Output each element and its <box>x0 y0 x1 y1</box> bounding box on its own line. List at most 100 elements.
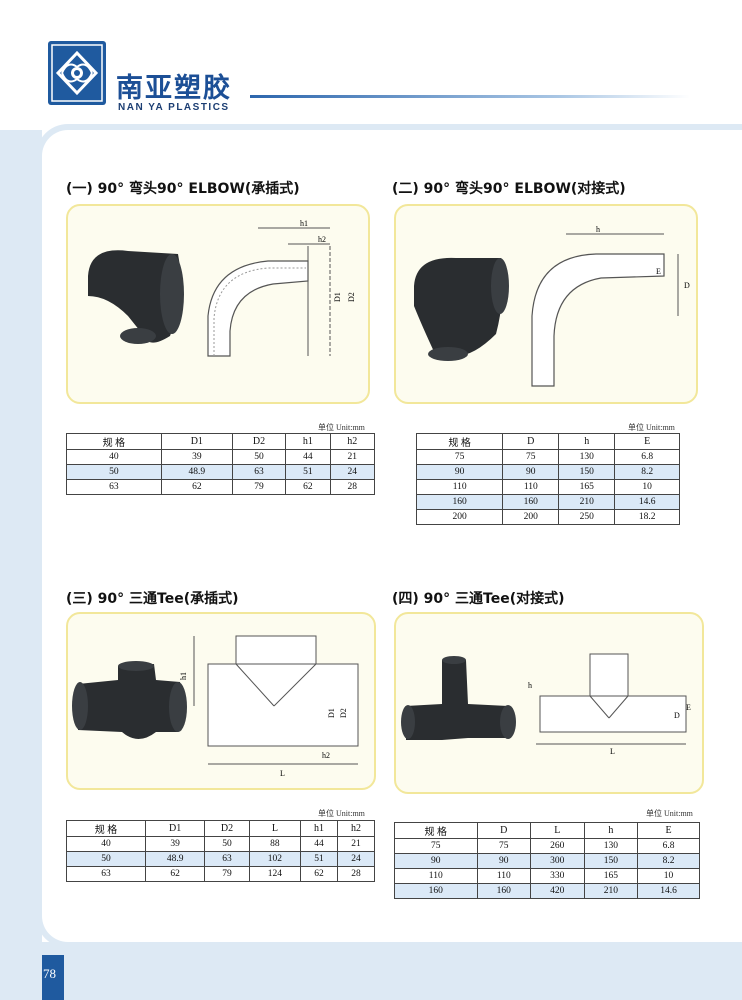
table-cell: 63 <box>66 479 162 495</box>
label-h: h <box>528 681 532 690</box>
table-cell: 330 <box>530 868 585 884</box>
table-cell: 18.2 <box>614 509 680 525</box>
table-cell: 160 <box>476 883 532 899</box>
section-title-tee-socket: (三) 90° 三通Tee(承插式) <box>66 591 239 607</box>
label-d2: D2 <box>339 708 348 718</box>
table-cell: 48.9 <box>144 851 206 867</box>
table-cell: 90 <box>502 464 560 480</box>
table-cell: 102 <box>248 851 302 867</box>
label-e: E <box>686 703 691 712</box>
table-cell: 28 <box>336 866 376 882</box>
table-cell: 24 <box>329 464 376 480</box>
table-cell: 44 <box>300 836 338 852</box>
table-header-row: 规 格 D1 D2 h1 h2 <box>66 433 376 450</box>
col-header: h <box>558 433 616 450</box>
table-cell: 210 <box>583 883 639 899</box>
table-cell: 39 <box>144 836 206 852</box>
col-header: h2 <box>336 820 376 837</box>
table-cell: 130 <box>558 449 616 465</box>
figure-tee-butt: h D E L <box>394 612 704 794</box>
unit-label: 单位 Unit:mm <box>318 423 365 432</box>
table-cell: 6.8 <box>614 449 680 465</box>
table-header-row: 规 格 D1 D2 L h1 h2 <box>66 820 376 837</box>
table-cell: 75 <box>502 449 560 465</box>
col-header: h1 <box>285 433 331 450</box>
table-cell: 79 <box>231 479 287 495</box>
label-h1: h1 <box>179 672 188 680</box>
table-cell: 124 <box>248 866 302 882</box>
table-cell: 90 <box>415 464 504 480</box>
col-header: h1 <box>300 820 338 837</box>
table-cell: 21 <box>329 449 376 465</box>
brand-name-en: NAN YA PLASTICS <box>118 102 230 113</box>
table-cell: 6.8 <box>637 838 700 854</box>
elbow-socket-drawing: h1 h2 D1 D2 <box>88 219 356 357</box>
page-header: 南亚塑胶 NAN YA PLASTICS <box>0 0 742 130</box>
col-header: L <box>530 822 585 839</box>
header-rule <box>250 95 690 98</box>
table-cell: 130 <box>583 838 639 854</box>
table-cell: 50 <box>231 449 287 465</box>
bottom-band <box>0 942 742 1000</box>
table-cell: 44 <box>285 449 331 465</box>
table-cell: 150 <box>583 853 639 869</box>
table-cell: 8.2 <box>614 464 680 480</box>
table-cell: 14.6 <box>614 494 680 510</box>
col-header: 规 格 <box>66 433 162 450</box>
table-cell: 50 <box>66 851 146 867</box>
table-cell: 210 <box>558 494 616 510</box>
table-cell: 160 <box>415 494 504 510</box>
left-margin-band <box>0 130 42 942</box>
label-d1: D1 <box>333 292 342 302</box>
label-d: D <box>674 711 680 720</box>
table-header-row: 规 格 D L h E <box>394 822 700 839</box>
table-cell: 51 <box>300 851 338 867</box>
table-cell: 300 <box>530 853 585 869</box>
table-cell: 110 <box>502 479 560 495</box>
table-cell: 75 <box>394 838 478 854</box>
col-header: D1 <box>160 433 233 450</box>
table-cell: 165 <box>583 868 639 884</box>
label-d2: D2 <box>347 292 356 302</box>
table-cell: 50 <box>204 836 250 852</box>
table-cell: 21 <box>336 836 376 852</box>
table-cell: 40 <box>66 449 162 465</box>
col-header: D2 <box>231 433 287 450</box>
label-h2: h2 <box>318 235 326 244</box>
elbow-butt-drawing: h E D <box>414 225 690 387</box>
label-l: L <box>280 769 285 778</box>
table-cell: 200 <box>415 509 504 525</box>
section-title-elbow-butt: (二) 90° 弯头90° ELBOW(对接式) <box>392 181 626 197</box>
figure-tee-socket: h1 D1 D2 h2 L <box>66 612 376 790</box>
tee-butt-drawing: h D E L <box>401 653 691 756</box>
brand-name-cn: 南亚塑胶 <box>116 73 232 104</box>
table-cell: 75 <box>415 449 504 465</box>
page-number: 78 <box>43 966 56 981</box>
label-h1: h1 <box>300 219 308 228</box>
col-header: D1 <box>144 820 206 837</box>
table-cell: 39 <box>160 449 233 465</box>
table-header-row: 规 格 D h E <box>415 433 680 450</box>
col-header: 规 格 <box>394 822 478 839</box>
nanya-logo <box>48 41 106 105</box>
label-e: E <box>656 267 661 276</box>
col-header: D <box>476 822 532 839</box>
table-cell: 51 <box>285 464 331 480</box>
col-header: D2 <box>204 820 250 837</box>
figure-elbow-butt: h E D <box>394 204 698 404</box>
unit-label: 单位 Unit:mm <box>646 809 693 818</box>
table-cell: 110 <box>476 868 532 884</box>
table-cell: 8.2 <box>637 853 700 869</box>
